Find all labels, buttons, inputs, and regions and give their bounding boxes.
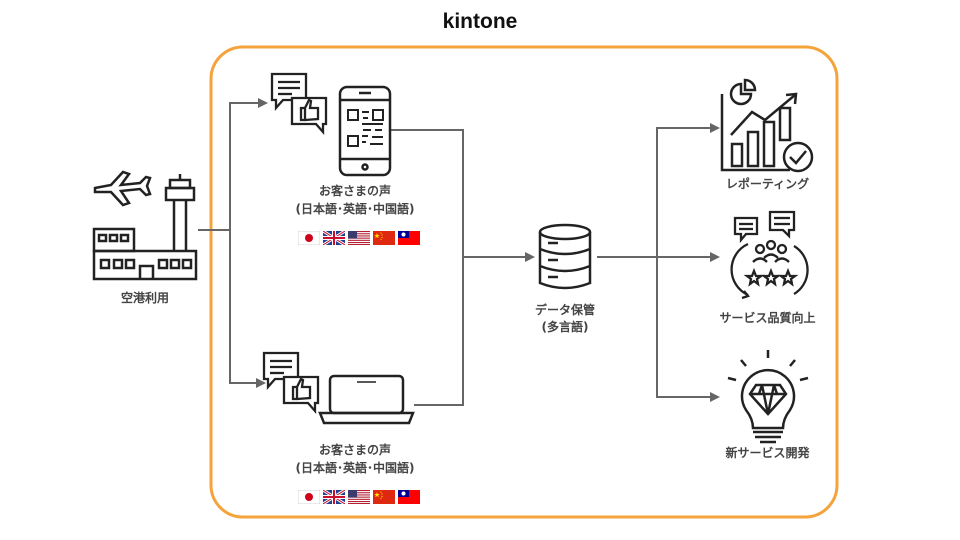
connectors [198, 98, 720, 406]
airport-label: 空港利用 [120, 291, 169, 305]
storage-label-line1: データ保管 [534, 303, 595, 317]
uk-flag-icon [323, 231, 345, 245]
connector-laptop-to-storage [414, 257, 464, 406]
smartphone-qr-icon [338, 85, 392, 177]
storage-label-line2: (多言語) [541, 320, 589, 334]
kintone-frame [209, 45, 839, 519]
connector-mobile-to-storage [390, 129, 535, 262]
reporting-label: レポーティング [725, 177, 810, 191]
voice-laptop-label-line2: (日本語･英語･中国語) [295, 461, 415, 475]
feedback-bubble-icon-bottom [262, 351, 320, 415]
taiwan-flag-icon [398, 490, 420, 504]
new-service-label: 新サービス開発 [725, 446, 810, 460]
connector-to-reporting [656, 123, 720, 257]
usa-flag-icon [348, 231, 370, 245]
voice-mobile-label-line2: (日本語･英語･中国語) [295, 202, 415, 216]
usa-flag-icon [348, 490, 370, 504]
page-title: kintone [442, 10, 518, 33]
lightbulb-diamond-icon [727, 350, 809, 444]
language-flags-bottom [298, 490, 420, 504]
uk-flag-icon [323, 490, 345, 504]
airport-icon [92, 170, 198, 281]
growth-chart-icon [720, 78, 814, 173]
feedback-bubble-icon-top [270, 72, 328, 136]
connector-airport-to-laptop [229, 230, 266, 388]
database-icon [538, 223, 592, 290]
language-flags-top [298, 231, 420, 245]
japan-flag-icon [298, 490, 320, 504]
connector-airport-to-mobile [198, 98, 268, 231]
service-quality-label: サービス品質向上 [719, 311, 816, 325]
voice-mobile-label-line1: お客さまの声 [318, 184, 391, 198]
voice-laptop-label-line1: お客さまの声 [318, 443, 391, 457]
china-flag-icon [373, 490, 395, 504]
china-flag-icon [373, 231, 395, 245]
taiwan-flag-icon [398, 231, 420, 245]
japan-flag-icon [298, 231, 320, 245]
connector-to-new-service [656, 257, 720, 402]
customer-rating-icon [730, 210, 809, 300]
laptop-icon [318, 374, 415, 425]
